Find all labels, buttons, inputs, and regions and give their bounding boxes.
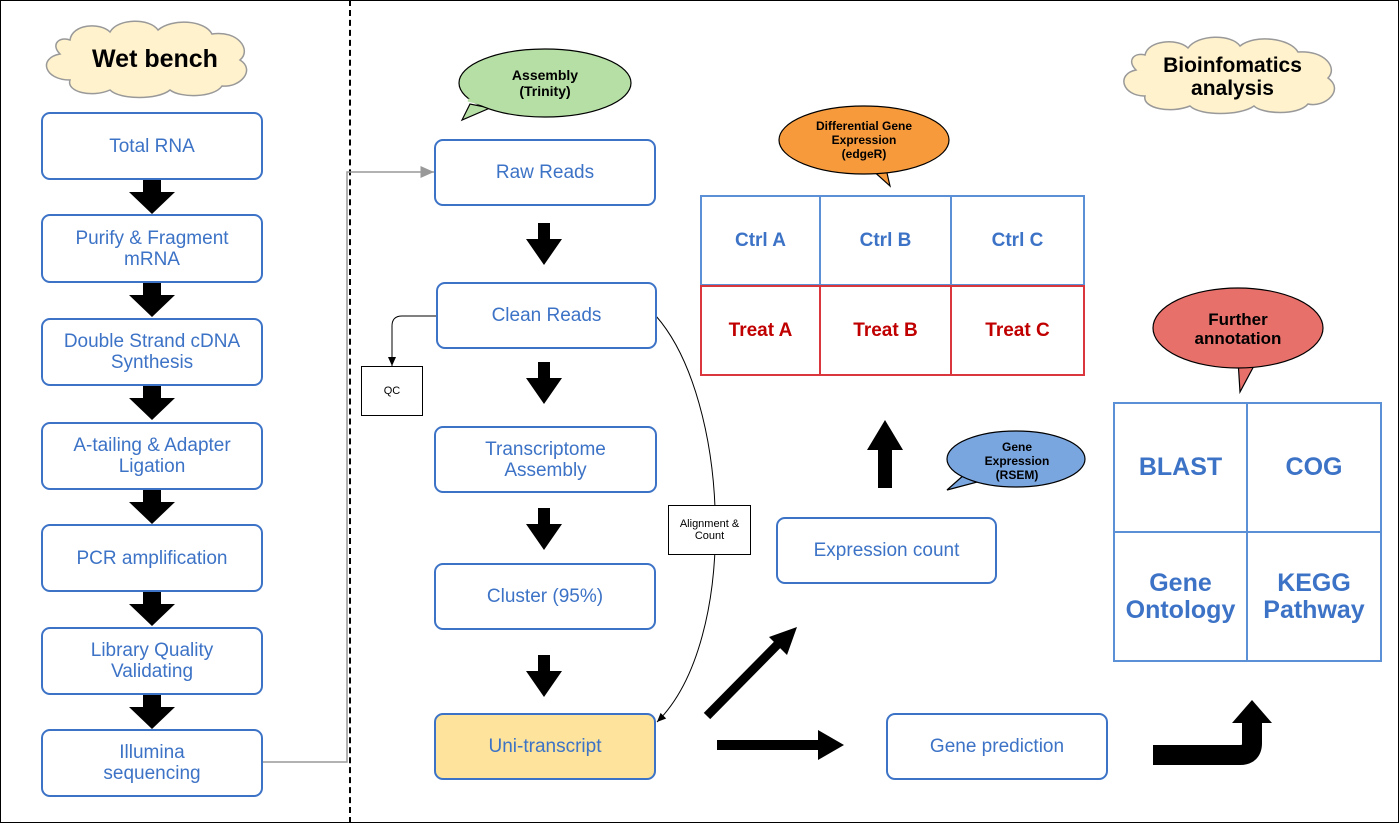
arrow-to-expression <box>703 627 797 720</box>
pipeline-arrows <box>526 223 562 697</box>
wet-bench-arrows <box>129 180 175 729</box>
treat-a-cell: Treat A <box>700 285 821 376</box>
step-total-rna[interactable]: Total RNA <box>41 112 263 180</box>
bioinformatics-cloud <box>1123 36 1336 115</box>
gene-ontology-cell: Gene Ontology <box>1113 531 1248 662</box>
alignment-count-box: Alignment & Count <box>668 505 751 555</box>
down-arrow <box>526 508 562 550</box>
assembly-bubble-text: Assembly (Trinity) <box>511 67 579 99</box>
down-arrow <box>526 655 562 697</box>
down-arrow <box>129 490 175 524</box>
step-library-quality[interactable]: Library Quality Validating <box>41 627 263 695</box>
wet-bench-cloud <box>45 20 248 99</box>
dge-bubble-text: Differential Gene Expression (edgeR) <box>815 119 913 161</box>
kegg-pathway-cell: KEGG Pathway <box>1246 531 1382 662</box>
clean-to-qc-connector <box>388 315 436 366</box>
step-cdna-synthesis[interactable]: Double Strand cDNA Synthesis <box>41 318 263 386</box>
bioinformatics-title: Bioinfomatics analysis <box>1163 54 1302 100</box>
annotation-bubble <box>1152 287 1324 395</box>
ctrl-c-cell: Ctrl C <box>950 195 1085 286</box>
ctrl-b-cell: Ctrl B <box>819 195 952 286</box>
blast-cell: BLAST <box>1113 402 1248 533</box>
step-illumina[interactable]: Illumina sequencing <box>41 729 263 797</box>
cluster[interactable]: Cluster (95%) <box>434 563 656 630</box>
uni-transcript[interactable]: Uni-transcript <box>434 713 656 780</box>
down-arrow <box>526 362 562 404</box>
down-arrow <box>129 386 175 420</box>
gene-expression-bubble <box>946 430 1086 491</box>
up-arrow <box>867 420 903 488</box>
wet-bench-title: Wet bench <box>92 44 218 73</box>
down-arrow <box>526 223 562 265</box>
assembly-bubble <box>458 48 632 122</box>
illumina-to-raw-connector <box>263 166 434 763</box>
raw-reads[interactable]: Raw Reads <box>434 139 656 206</box>
step-pcr[interactable]: PCR amplification <box>41 524 263 592</box>
gene-expression-bubble-text: Gene Expression (RSEM) <box>984 440 1050 482</box>
treat-b-cell: Treat B <box>819 285 952 376</box>
step-purify-fragment[interactable]: Purify & Fragment mRNA <box>41 214 263 283</box>
gene-prediction[interactable]: Gene prediction <box>886 713 1108 780</box>
annotation-bubble-text: Further annotation <box>1194 310 1282 348</box>
cog-cell: COG <box>1246 402 1382 533</box>
arrow-to-gene-prediction <box>717 730 844 760</box>
down-arrow <box>129 180 175 214</box>
expression-count[interactable]: Expression count <box>776 517 997 584</box>
down-arrow <box>129 283 175 317</box>
qc-box: QC <box>361 366 423 416</box>
step-a-tailing[interactable]: A-tailing & Adapter Ligation <box>41 422 263 490</box>
section-divider <box>349 0 351 823</box>
dge-bubble <box>778 105 950 188</box>
treat-c-cell: Treat C <box>950 285 1085 376</box>
down-arrow <box>129 592 175 626</box>
clean-reads[interactable]: Clean Reads <box>436 282 657 349</box>
ctrl-a-cell: Ctrl A <box>700 195 821 286</box>
bent-arrow-to-annotation <box>1153 700 1272 765</box>
transcriptome-assembly[interactable]: Transcriptome Assembly <box>434 426 657 493</box>
down-arrow <box>129 695 175 729</box>
